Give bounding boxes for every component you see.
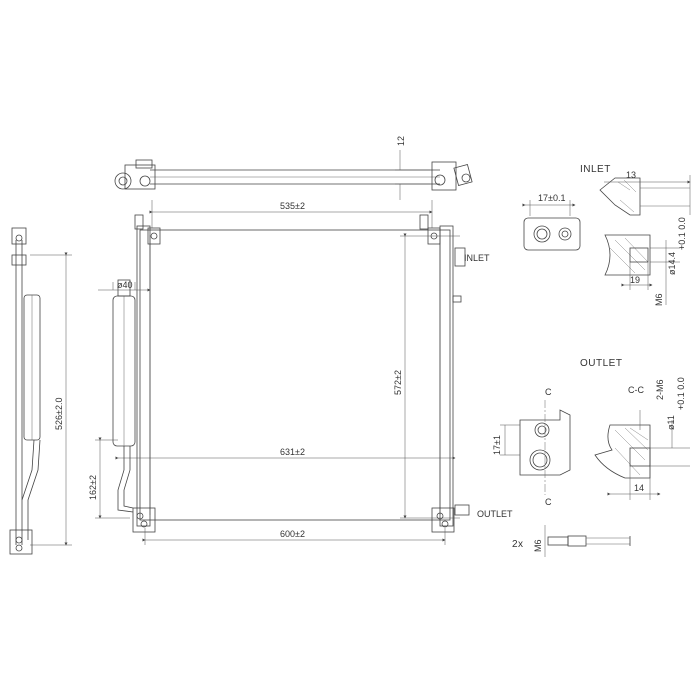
outlet-detail: OUTLET C C 17±1 C-C ø11 +0.1 0.0 2 [492, 358, 690, 507]
bottom-width-label: 600±2 [280, 529, 305, 539]
bolt-qty-label: 2x [512, 539, 524, 550]
drier-diameter-label: ø40 [117, 280, 133, 290]
lower-left-bracket [132, 507, 156, 533]
right-header-tank [427, 225, 466, 527]
receiver-drier: ø40 162±2 [88, 279, 151, 519]
bolt-thread-label: M6 [533, 539, 543, 552]
top-width-label: 535±2 [280, 201, 305, 211]
outlet-dim-17-label: 17±1 [492, 435, 502, 455]
outlet-dim-14-label: 14 [634, 483, 644, 493]
bolt-detail: 2x M6 [512, 525, 631, 557]
left-bracket-top [114, 159, 156, 190]
inlet-tol-label: +0.1 0.0 [677, 217, 687, 250]
top-view-thickness-label: 12 [396, 136, 406, 146]
outlet-tol-label: +0.1 0.0 [676, 377, 686, 410]
section-c-bottom-label: C [545, 497, 552, 507]
left-header-tank [136, 225, 161, 527]
front-outlet-label: OUTLET [477, 509, 513, 519]
inlet-dia-label: ø14.4 [667, 252, 677, 275]
inlet-fitting-section [599, 177, 690, 216]
side-view-height-label: 526±2.0 [54, 398, 64, 430]
front-inlet-label: INLET [464, 253, 490, 263]
core-width-label: 631±2 [280, 447, 305, 457]
drier-length-label: 162±2 [88, 475, 98, 500]
inlet-title: INLET [580, 164, 611, 175]
top-view: 12 [114, 136, 473, 200]
inlet-block-section [604, 234, 651, 276]
lower-right-bracket [431, 504, 470, 533]
inlet-detail: INLET 17±0.1 13 [522, 164, 691, 306]
inlet-dim-13-label: 13 [626, 170, 636, 180]
outlet-section-cc-label: C-C [628, 385, 644, 395]
section-c-top-label: C [545, 387, 552, 397]
core-height-label: 572±2 [393, 370, 403, 395]
inlet-dim-17-label: 17±0.1 [538, 193, 565, 203]
outlet-title: OUTLET [580, 358, 622, 369]
right-bracket-top [431, 161, 473, 191]
outlet-flange [519, 409, 571, 476]
inlet-dim-19-label: 19 [630, 275, 640, 285]
outlet-block-section [594, 424, 651, 479]
inlet-flange [523, 217, 581, 251]
outlet-dia-label: ø11 [666, 415, 676, 430]
inlet-m6-label: M6 [654, 293, 664, 306]
side-view-drier [23, 294, 41, 441]
outlet-2m6-label: 2-M6 [655, 379, 665, 400]
side-view: 526±2.0 [9, 227, 72, 555]
condenser-core [139, 229, 451, 521]
front-view: 535±2 572±2 631±2 600±2 INLET OUTLET [115, 200, 513, 545]
